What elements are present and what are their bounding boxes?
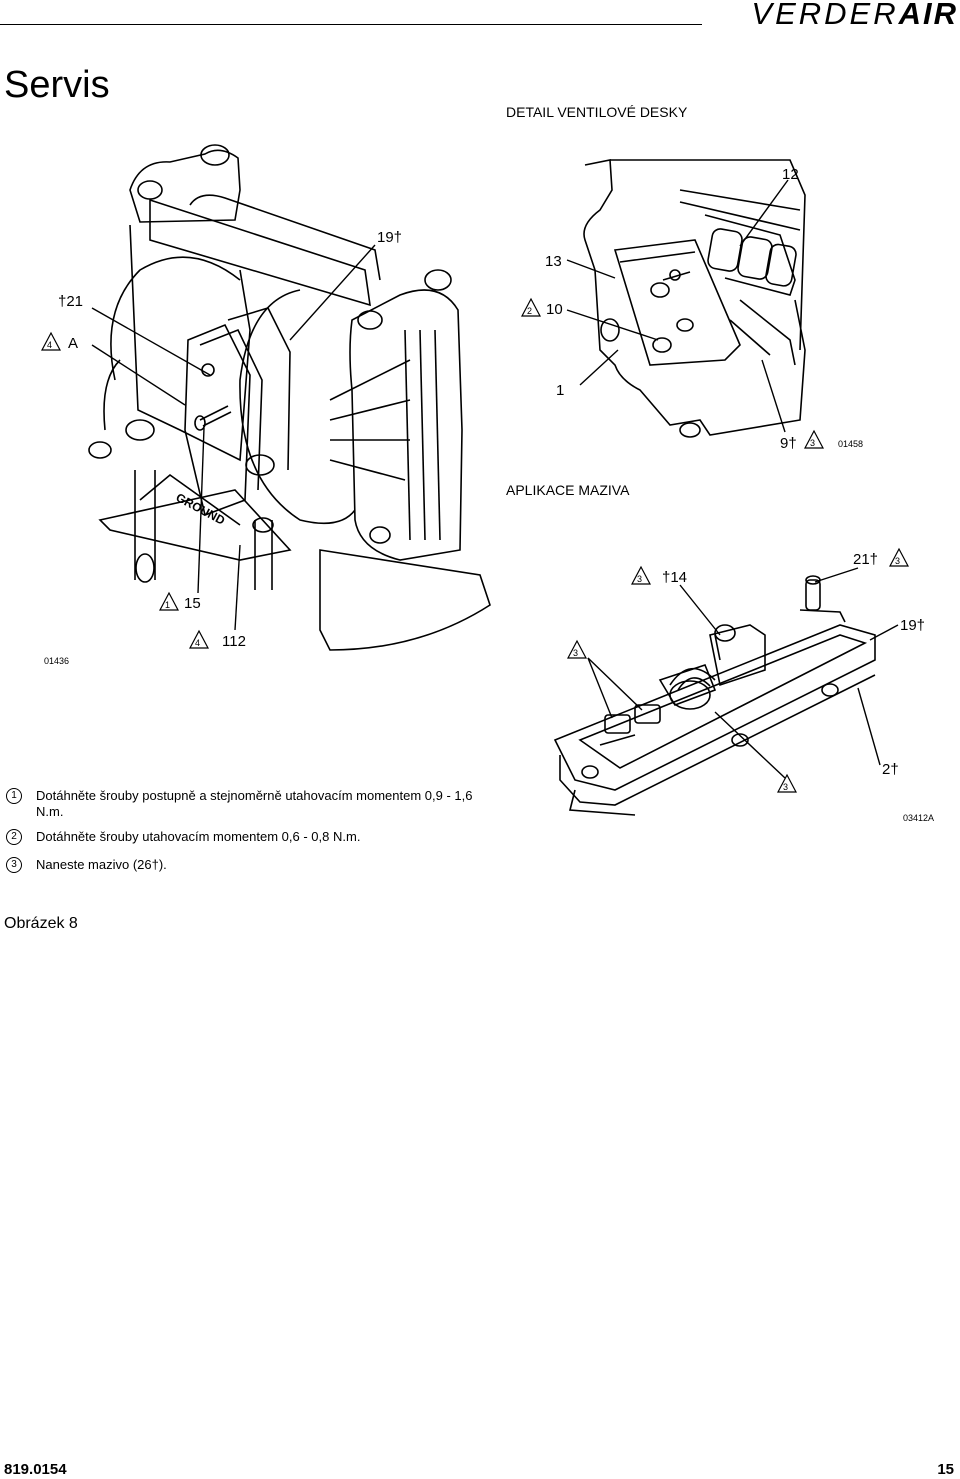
caption-apl: APLIKACE MAZIVA bbox=[506, 482, 630, 498]
header-rule bbox=[0, 24, 702, 25]
svg-text:3: 3 bbox=[637, 574, 642, 584]
callout-2: 2† bbox=[882, 761, 899, 778]
brand-logo: VERDERAIR bbox=[751, 0, 958, 31]
figure-number-apl: 03412A bbox=[903, 813, 934, 823]
caption-detail: DETAIL VENTILOVÉ DESKY bbox=[506, 104, 688, 120]
doc-number: 819.0154 bbox=[4, 1461, 67, 1478]
page-number: 15 bbox=[937, 1461, 954, 1478]
note-2-text: Dotáhněte šrouby utahovacím momentem 0,6… bbox=[36, 829, 361, 844]
note-2-number: 2 bbox=[6, 829, 22, 845]
note-1-text: Dotáhněte šrouby postupně a stejnoměrně … bbox=[36, 788, 473, 819]
callout-A: A bbox=[68, 335, 78, 352]
callout-19b: 19† bbox=[900, 617, 925, 634]
svg-text:3: 3 bbox=[573, 648, 578, 658]
note-3-number: 3 bbox=[6, 857, 22, 873]
callout-15: 15 bbox=[184, 595, 201, 612]
callout-21: †21 bbox=[58, 293, 83, 310]
svg-text:3: 3 bbox=[810, 438, 815, 448]
figure-number-main: 01436 bbox=[44, 656, 69, 666]
callout-13: 13 bbox=[545, 253, 562, 270]
callout-14: †14 bbox=[662, 569, 687, 586]
pump-illustration: GROUND 19† †21 4 A 1 15 4 112 01436 bbox=[41, 144, 491, 666]
svg-text:4: 4 bbox=[195, 638, 200, 648]
callout-10: 10 bbox=[546, 301, 563, 318]
svg-text:3: 3 bbox=[783, 782, 788, 792]
svg-text:1: 1 bbox=[165, 600, 170, 610]
callout-1: 1 bbox=[556, 382, 564, 399]
callout-112: 112 bbox=[222, 633, 246, 650]
svg-text:3: 3 bbox=[895, 556, 900, 566]
lubrication-illustration: 3 †14 21† 3 19† 3 3 2† 03412A bbox=[553, 547, 934, 823]
page-title: Servis bbox=[4, 64, 110, 106]
callout-19: 19† bbox=[377, 229, 402, 246]
figure-number-detail: 01458 bbox=[838, 439, 863, 449]
svg-text:4: 4 bbox=[47, 340, 52, 350]
note-1-number: 1 bbox=[6, 788, 22, 804]
figure-label: Obrázek 8 bbox=[4, 915, 78, 932]
callout-12: 12 bbox=[782, 166, 799, 183]
svg-text:2: 2 bbox=[527, 306, 532, 316]
callout-9: 9† bbox=[780, 435, 797, 452]
note-3-text: Naneste mazivo (26†). bbox=[36, 857, 167, 872]
valve-plate-illustration: 12 13 2 10 1 9† 3 01458 bbox=[521, 159, 863, 452]
callout-21b: 21† bbox=[853, 551, 878, 568]
